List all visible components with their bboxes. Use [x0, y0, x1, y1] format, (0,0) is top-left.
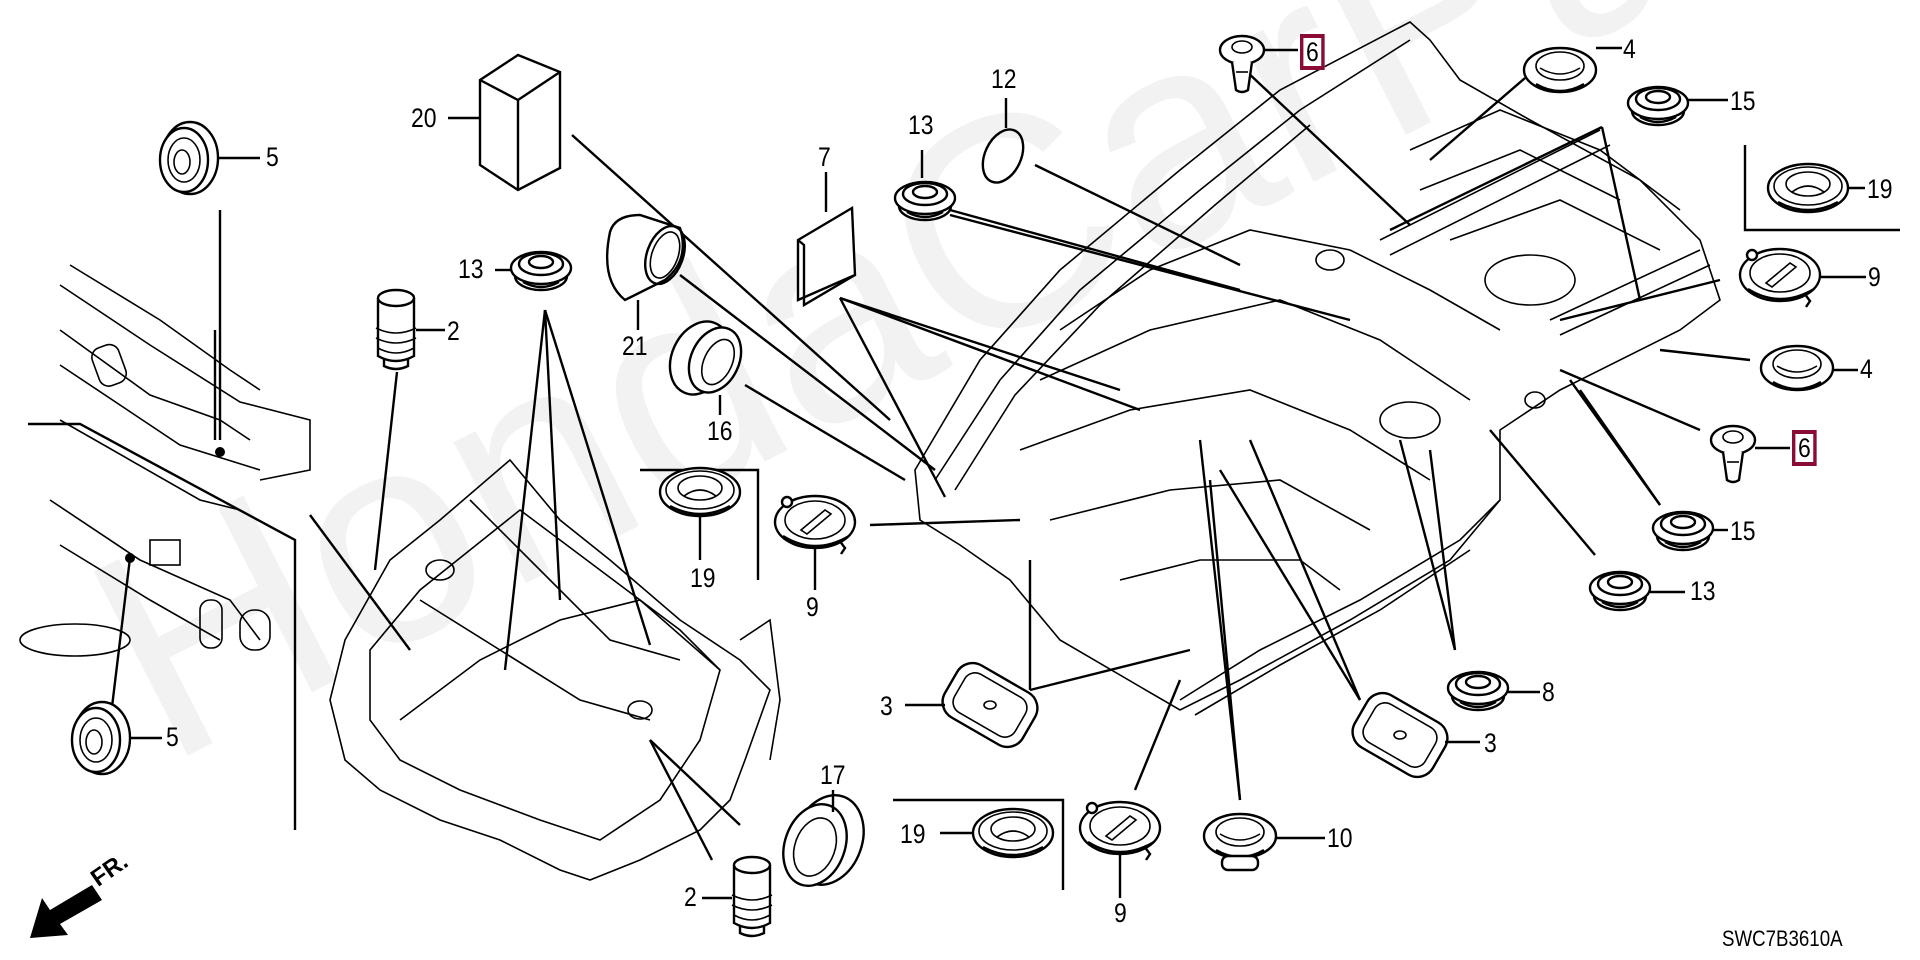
callout-15-right[interactable]: 15	[1730, 516, 1756, 546]
leader-lines	[218, 69, 1900, 890]
callout-13-top[interactable]: 13	[908, 110, 934, 140]
callout-12[interactable]: 12	[991, 64, 1017, 94]
part-12-o-ring[interactable]	[975, 98, 1031, 189]
callout-19-bottom[interactable]: 19	[900, 819, 926, 849]
part-20-block[interactable]	[448, 53, 562, 192]
callout-20[interactable]: 20	[411, 103, 437, 133]
diagram-code: SWC7B3610A	[1722, 926, 1843, 951]
callout-9-bottom[interactable]: 9	[1114, 898, 1127, 928]
part-2-plug-left[interactable]	[374, 288, 418, 371]
callout-9-right[interactable]: 9	[1868, 262, 1881, 292]
part-21-sleeve[interactable]	[606, 213, 692, 330]
part-19-plug-top-right[interactable]	[1766, 162, 1850, 214]
callout-5-top[interactable]: 5	[266, 142, 279, 172]
floor-body	[914, 21, 1721, 716]
part-15-grommet-right[interactable]	[1651, 510, 1715, 552]
part-13-grommet-left[interactable]	[509, 250, 573, 292]
callout-13-right[interactable]: 13	[1690, 576, 1716, 606]
part-19-plug-bottom[interactable]	[971, 807, 1055, 859]
callout-3-left[interactable]: 3	[880, 691, 893, 721]
part-5-grommet-bottom[interactable]	[70, 700, 132, 776]
callout-8[interactable]: 8	[1542, 677, 1555, 707]
part-13-grommet-right[interactable]	[1588, 570, 1652, 612]
callout-19-top-right[interactable]: 19	[1867, 174, 1893, 204]
part-15-grommet-top[interactable]	[1626, 85, 1690, 127]
callout-6-top[interactable]: 6	[1300, 34, 1325, 70]
callout-19-mid[interactable]: 19	[690, 563, 716, 593]
part-13-grommet-top[interactable]	[893, 180, 957, 222]
callout-17[interactable]: 17	[820, 760, 846, 790]
callout-3-right[interactable]: 3	[1484, 728, 1497, 758]
part-6-clip-right[interactable]	[1709, 424, 1757, 484]
part-16-grommet[interactable]	[659, 312, 752, 415]
callout-4-top[interactable]: 4	[1623, 34, 1636, 64]
part-6-clip-top[interactable]	[1218, 34, 1266, 94]
callout-5-bottom[interactable]: 5	[166, 722, 179, 752]
callout-9-mid[interactable]: 9	[806, 592, 819, 622]
dash-panel-detail	[19, 264, 411, 830]
part-3-plug-right[interactable]	[1344, 685, 1456, 785]
part-3-plug-left[interactable]	[934, 655, 1046, 755]
part-4-plug-right[interactable]	[1759, 344, 1835, 392]
front-direction-arrow	[30, 885, 102, 938]
callout-2-left[interactable]: 2	[447, 316, 460, 346]
part-17-grommet[interactable]	[772, 785, 875, 895]
callout-7[interactable]: 7	[818, 142, 831, 172]
part-5-grommet-top[interactable]	[158, 120, 220, 196]
part-10-plug[interactable]	[1202, 812, 1325, 872]
part-19-plug-mid[interactable]	[658, 466, 742, 518]
callout-21[interactable]: 21	[622, 331, 648, 361]
part-2-plug-bottom[interactable]	[730, 855, 774, 938]
part-4-plug-top[interactable]	[1522, 46, 1598, 94]
callout-13-left[interactable]: 13	[458, 254, 484, 284]
callout-4-right[interactable]: 4	[1860, 354, 1873, 384]
callout-6-right[interactable]: 6	[1792, 430, 1817, 466]
callout-10[interactable]: 10	[1327, 823, 1353, 853]
part-7-pad[interactable]	[796, 172, 857, 308]
callout-16[interactable]: 16	[707, 416, 733, 446]
callout-2-bottom[interactable]: 2	[684, 882, 697, 912]
callout-15-top[interactable]: 15	[1730, 86, 1756, 116]
part-9-plug-bottom[interactable]	[1078, 800, 1162, 862]
part-9-plug-mid[interactable]	[773, 494, 857, 556]
part-9-plug-right[interactable]	[1738, 247, 1822, 309]
part-8-grommet[interactable]	[1446, 670, 1510, 712]
